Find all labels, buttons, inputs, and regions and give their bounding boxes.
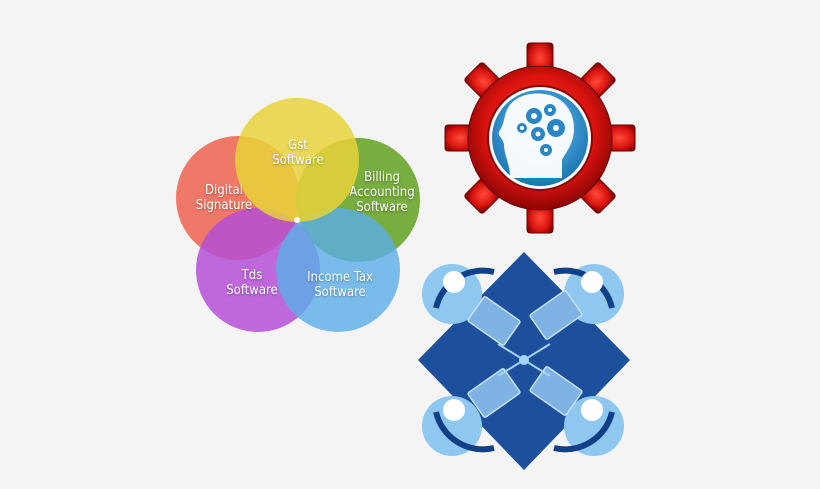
petal-gst [235,98,359,222]
network-laptops-icon [414,248,634,478]
gear-head-icon [438,40,642,236]
petal-label-income-tax: Income Tax Software [307,270,373,300]
software-venn-diagram: Gst Software Billing Accounting Software… [160,88,440,348]
petal-label-digital-signature: Digital Signature [195,183,253,213]
petal-label-billing: Billing Accounting Software [349,170,415,215]
petal-label-gst: Gst Software [272,138,324,168]
petal-label-tds: Tds Software [226,268,278,298]
venn-center-dot [294,217,300,223]
petal-income [276,208,400,332]
